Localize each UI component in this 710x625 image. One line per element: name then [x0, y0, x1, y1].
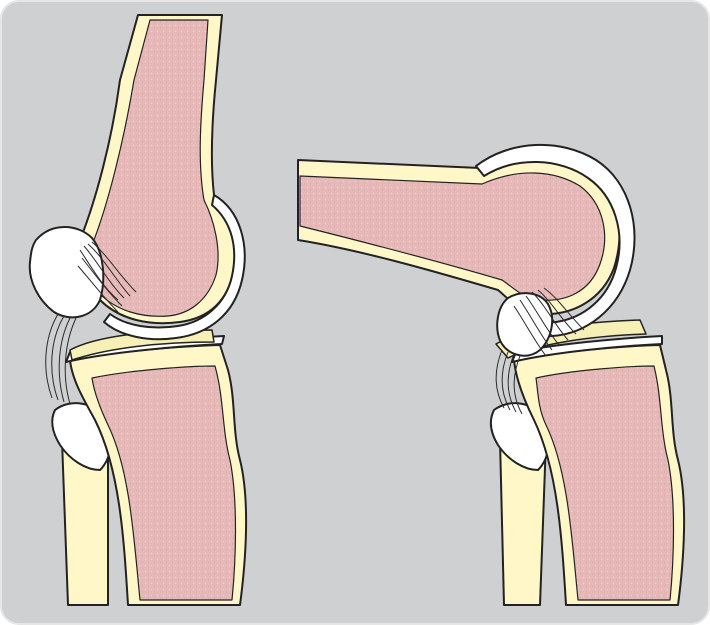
knee-illustration — [0, 0, 710, 625]
knee-joint-diagram — [0, 0, 710, 625]
